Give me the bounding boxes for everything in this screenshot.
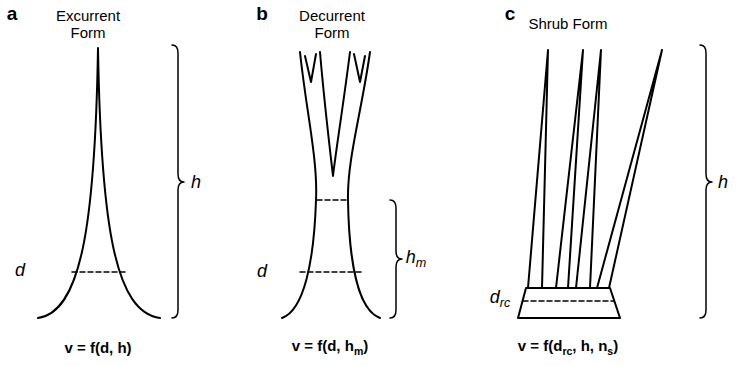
decurrent-fork <box>354 54 365 82</box>
form-title: Shrub Form <box>522 16 614 33</box>
volume-formula: ) <box>363 337 368 354</box>
subscript: m <box>416 257 427 271</box>
subscript: rc <box>500 297 511 311</box>
volume-formula: v = f(d <box>518 337 563 354</box>
height-label: h <box>718 172 728 192</box>
diameter-line <box>300 271 363 273</box>
shrub-stem <box>528 50 548 288</box>
height-label: h <box>191 173 201 193</box>
diameter-line <box>72 271 125 273</box>
form-title: Decurrent Form <box>299 7 365 41</box>
volume-formula: v = f(d, h) <box>64 340 131 357</box>
volume-formula: v = f(drc, h, ns) <box>518 338 618 357</box>
form-title: Excurrent Form <box>42 8 134 41</box>
diameter-label: d <box>15 261 25 281</box>
height-brace <box>700 45 712 318</box>
panel-letter: b <box>256 4 268 25</box>
diameter-line <box>523 300 614 302</box>
form-title: Decurrent Form <box>286 8 378 41</box>
decurrent-fork <box>320 52 350 176</box>
diameter-label: d <box>15 260 25 280</box>
shrub-base <box>518 288 620 318</box>
subscript: m <box>354 345 363 357</box>
subscript: rc <box>562 345 572 357</box>
panel-letter: c <box>505 4 516 25</box>
excurrent-stem <box>38 48 160 318</box>
height-label: h <box>191 172 201 192</box>
decurrent-stem <box>282 52 316 318</box>
height-label: h <box>718 173 728 193</box>
height-label: h <box>406 247 416 267</box>
decurrent-stem <box>348 52 380 318</box>
height-line <box>317 199 348 201</box>
height-brace <box>172 45 184 318</box>
diameter-label: drc <box>490 288 511 311</box>
panel-letter: a <box>7 3 18 24</box>
height-label: hm <box>406 248 427 271</box>
form-title: Shrub Form <box>528 15 607 32</box>
volume-formula: , h, n <box>572 337 607 354</box>
diameter-label: d <box>257 262 267 282</box>
panel-letter: b <box>256 3 268 24</box>
volume-formula: v = f(d, h) <box>64 339 131 356</box>
volume-formula: v = f(d, h <box>292 337 354 354</box>
panel-letter: a <box>7 4 18 25</box>
panel-letter: c <box>505 3 516 24</box>
diameter-label: d <box>257 261 267 281</box>
volume-formula: ) <box>613 337 618 354</box>
shrub-stem <box>576 50 601 288</box>
decurrent-fork <box>305 54 316 82</box>
volume-formula: v = f(d, hm) <box>292 338 368 357</box>
diameter-label: d <box>490 287 500 307</box>
height-brace <box>390 200 402 318</box>
subscript: s <box>607 345 613 357</box>
form-title: Excurrent Form <box>56 7 120 41</box>
shrub-stem <box>597 50 662 288</box>
